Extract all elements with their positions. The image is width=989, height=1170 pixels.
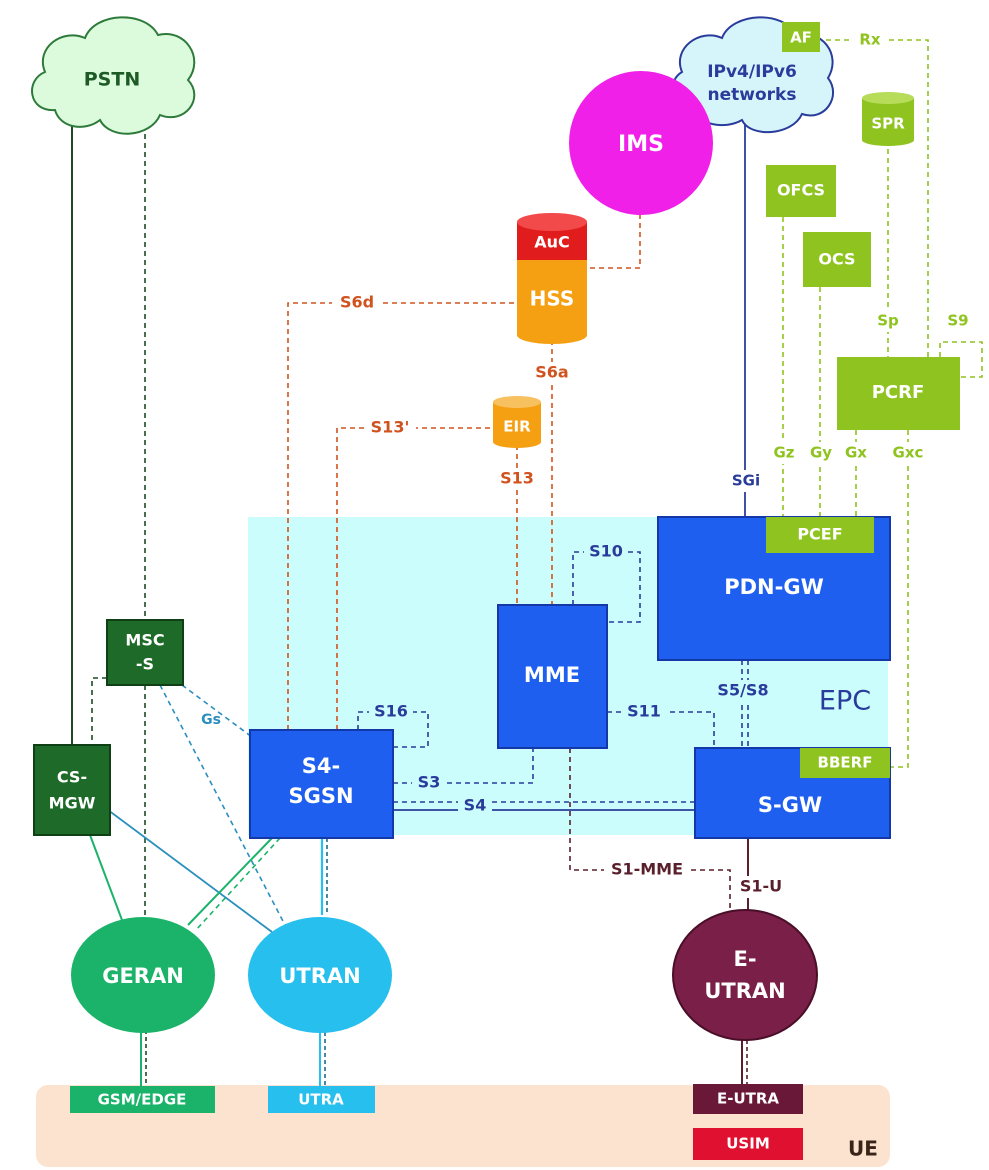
usim-module: USIM (693, 1128, 803, 1160)
rx-label: Rx (859, 31, 881, 49)
pdn-gw-node: PCEF PDN-GW (657, 516, 891, 661)
s3-label: S3 (418, 773, 441, 792)
gxc-label: Gxc (893, 444, 924, 462)
geran-node: GERAN (71, 917, 215, 1033)
af-node: AF (782, 22, 820, 52)
s16-line (357, 711, 429, 748)
s16-label: S16 (374, 702, 408, 721)
s5-s8-label: S5/S8 (717, 681, 768, 700)
mme-label: MME (524, 663, 580, 687)
s-gw-label: S-GW (758, 793, 822, 817)
e-utran-label-2: UTRAN (704, 979, 785, 1003)
e-utran-node: E- UTRAN (672, 909, 818, 1041)
s10-line (572, 551, 641, 623)
csmgw-geran-line (89, 834, 123, 921)
utra-module: UTRA (268, 1086, 375, 1113)
gxc-line (890, 430, 909, 768)
gsm-edge-label: GSM/EDGE (98, 1091, 187, 1109)
eir-label: EIR (503, 418, 531, 436)
utra-label: UTRA (298, 1091, 344, 1109)
s6a-label: S6a (535, 363, 568, 382)
auc-label: AuC (534, 233, 570, 252)
pdn-gw-label: PDN-GW (724, 575, 824, 599)
sgsn-geran-dash (195, 837, 281, 931)
pcef-label: PCEF (797, 525, 842, 544)
s6d-label: S6d (340, 293, 374, 312)
hss-ims-line (590, 215, 641, 269)
bberf-label: BBERF (818, 754, 873, 772)
s1-mme-label: S1-MME (611, 860, 683, 879)
interface-labels: Rx S6d S6a S13' S13 Sp S9 Gz Gy Gx Gxc S… (201, 30, 974, 898)
spr-label: SPR (871, 115, 905, 133)
geran-label: GERAN (102, 964, 184, 988)
gx-label: Gx (845, 444, 867, 462)
epc-label: EPC (819, 686, 871, 717)
ue-label: UE (848, 1137, 878, 1161)
s6d-line (287, 302, 517, 730)
ims-node: IMS (569, 71, 713, 215)
pcrf-node: PCRF (837, 357, 960, 430)
e-utra-label: E-UTRA (717, 1090, 779, 1108)
spr-database: SPR (862, 92, 914, 146)
utran-label: UTRAN (279, 964, 360, 988)
s11-line (607, 711, 715, 748)
s1-u-label: S1-U (740, 877, 782, 896)
ocs-label: OCS (818, 250, 855, 269)
pcrf-label: PCRF (872, 382, 925, 403)
hss-label: HSS (530, 287, 575, 311)
s10-label: S10 (589, 542, 623, 561)
s-gw-node: BBERF S-GW (694, 747, 891, 839)
ip-networks-label-1: IPv4/IPv6 (707, 62, 797, 82)
ocs-node: OCS (803, 232, 871, 287)
ofcs-label: OFCS (777, 181, 825, 200)
s4-sgsn-label-2: SGSN (288, 784, 353, 808)
msc-utran-line (159, 684, 286, 926)
e-utran-label-1: E- (733, 947, 756, 971)
af-label: AF (790, 29, 812, 47)
pstn-label: PSTN (84, 69, 140, 91)
gs-line (181, 684, 257, 741)
pstn-cloud: PSTN (31, 16, 196, 135)
csmgw-utran-line (107, 809, 273, 933)
mme-node: MME (497, 604, 608, 749)
s4-label: S4 (464, 796, 487, 815)
usim-label: USIM (726, 1135, 770, 1153)
ip-networks-label-2: networks (708, 85, 797, 105)
msc-s-label-1: MSC (125, 631, 164, 650)
utran-node: UTRAN (248, 917, 392, 1033)
gz-label: Gz (773, 444, 794, 462)
s11-label: S11 (627, 702, 661, 721)
s13-prime-label: S13' (371, 418, 410, 437)
sgi-label: SGi (732, 472, 760, 490)
ims-label: IMS (618, 132, 664, 157)
cs-mgw-label-2: MGW (49, 794, 96, 813)
cs-mgw-node: CS- MGW (33, 744, 111, 836)
gsm-edge-module: GSM/EDGE (70, 1086, 215, 1113)
sgsn-geran-line (187, 837, 273, 926)
gs-label: Gs (201, 712, 221, 728)
msc-s-node: MSC -S (106, 619, 184, 686)
s13-label: S13 (500, 469, 534, 488)
s13-prime-line (336, 427, 493, 730)
eir-database: EIR (493, 396, 541, 448)
ofcs-node: OFCS (766, 165, 836, 217)
ue-region (36, 1085, 890, 1167)
hss-database: AuC HSS (517, 213, 587, 344)
s9-line (939, 341, 983, 378)
msc-s-label-2: -S (136, 655, 154, 674)
gy-label: Gy (810, 444, 832, 462)
msc-csmgw-line (91, 677, 107, 745)
s9-label: S9 (947, 312, 968, 330)
e-utra-module: E-UTRA (693, 1084, 803, 1114)
sp-label: Sp (877, 312, 899, 330)
s4-sgsn-label-1: S4- (302, 754, 340, 778)
cs-mgw-label-1: CS- (57, 768, 87, 787)
rx-line (808, 39, 929, 357)
s4-sgsn-node: S4- SGSN (249, 729, 394, 839)
